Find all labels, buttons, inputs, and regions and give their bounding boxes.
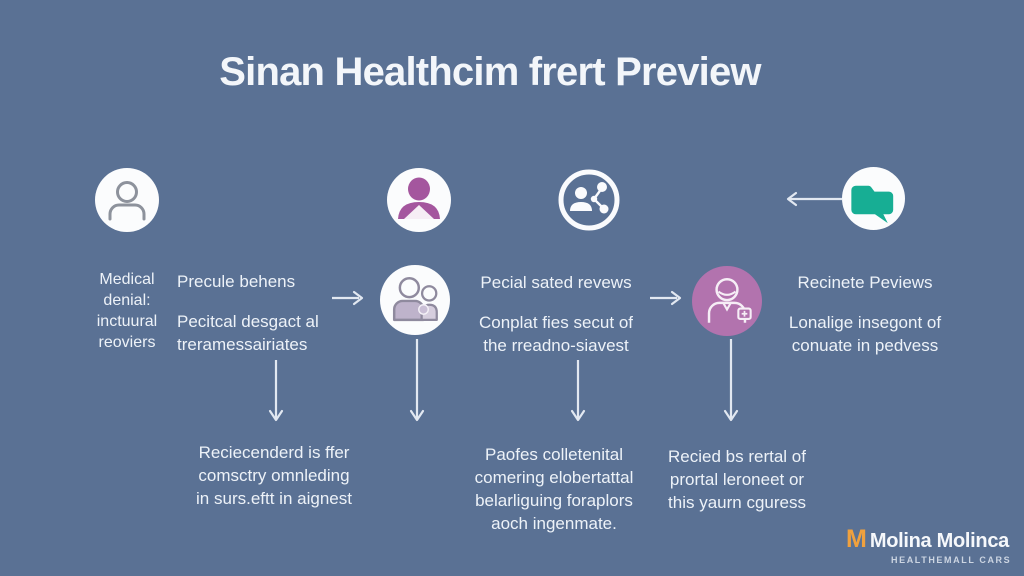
- user-icon: [95, 168, 159, 232]
- arrow-right-icon: [332, 290, 364, 306]
- text-line: aoch ingenmate.: [491, 514, 617, 533]
- text-line: comsctry omnleding: [198, 466, 350, 485]
- step-4-text: Recinete Peviews Lonalige insegont of co…: [781, 271, 949, 357]
- brand-logo-subtitle: HEALTHEMALL CARS: [891, 555, 1012, 565]
- network-people-icon-glyph: [558, 169, 620, 231]
- step-3-text: Pecial sated revews Conplat fies secut o…: [466, 271, 646, 357]
- page-title: Sinan Healthcim frert Preview: [219, 50, 761, 94]
- bottom-block-3: Recied bs rertal of prortal leroneet or …: [646, 445, 828, 514]
- brand-logo: M Molina Molinca HEALTHEMALL CARS: [846, 525, 1011, 565]
- text-line: Paofes colletenital: [485, 445, 623, 464]
- text-line: inctuural: [96, 313, 158, 330]
- patient-icon: [387, 168, 451, 232]
- folder-chat-icon: [842, 167, 905, 230]
- text-line: the rreadno-siavest: [483, 336, 629, 355]
- arrow-left-icon: [786, 191, 842, 207]
- text-line: prortal leroneet or: [669, 470, 805, 489]
- text-line: Medical: [99, 271, 155, 288]
- text-line: belarliguing foraplors: [475, 491, 633, 510]
- doctor-badge-icon-glyph: [707, 278, 752, 323]
- two-people-icon-glyph: [392, 277, 438, 322]
- brand-logo-row: M Molina Molinca: [846, 525, 1011, 554]
- two-people-icon: [380, 265, 450, 335]
- patient-icon-glyph: [398, 177, 440, 219]
- text-line: Recied bs rertal of: [668, 447, 806, 466]
- step-1-label: Medical denial: inctuural reoviers: [68, 269, 186, 353]
- text-line: this yaurn cguress: [668, 493, 806, 512]
- network-people-icon: [555, 166, 623, 234]
- text-line: Lonalige insegont of: [788, 313, 942, 332]
- arrow-right-icon: [650, 290, 682, 306]
- text-line: Pecitcal desgact al: [177, 312, 319, 331]
- text-line: reoviers: [98, 334, 156, 351]
- arrow-down-icon: [268, 360, 284, 422]
- text-line: in surs.eftt in aignest: [196, 489, 352, 508]
- brand-logo-name: Molina Molinca: [869, 530, 1009, 552]
- step-2-heading: Precule behens: [177, 272, 296, 291]
- arrow-down-icon: [723, 339, 739, 422]
- text-line: Conplat fies secut of: [478, 313, 634, 332]
- text-line: Reciecenderd is ffer: [198, 443, 350, 462]
- step-4-heading: Recinete Peviews: [797, 273, 933, 292]
- bottom-block-1: Reciecenderd is ffer comsctry omnleding …: [188, 441, 360, 510]
- user-icon-glyph: [108, 181, 146, 221]
- text-line: treramessairiates: [177, 335, 308, 354]
- text-line: denial:: [103, 292, 151, 309]
- text-line: conuate in pedvess: [791, 336, 939, 355]
- step-2-text: Precule behens Pecitcal desgact al trera…: [177, 270, 352, 356]
- doctor-badge-icon: [692, 266, 762, 336]
- arrow-down-icon: [409, 339, 425, 422]
- folder-chat-icon-glyph: [851, 185, 894, 224]
- arrow-down-icon: [570, 360, 586, 422]
- step-3-heading: Pecial sated revews: [480, 273, 632, 292]
- bottom-block-2: Paofes colletenital comering elobertatta…: [450, 443, 658, 535]
- text-line: comering elobertattal: [474, 468, 634, 487]
- brand-logo-mark: M: [846, 525, 867, 553]
